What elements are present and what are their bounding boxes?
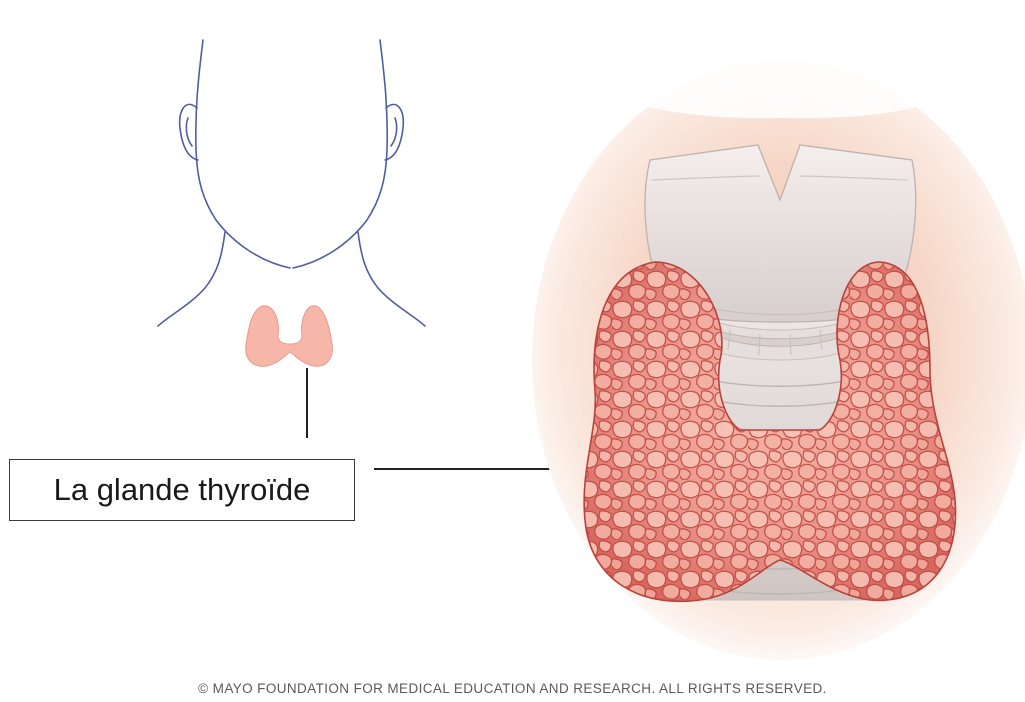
detailed-thyroid-illustration xyxy=(532,30,1025,660)
copyright-notice: © MAYO FOUNDATION FOR MEDICAL EDUCATION … xyxy=(0,681,1025,696)
small-thyroid-shape xyxy=(246,306,333,366)
thyroid-label-text: La glande thyroïde xyxy=(54,472,311,508)
thyroid-label-box: La glande thyroïde xyxy=(9,459,355,521)
head-outline xyxy=(158,40,425,326)
